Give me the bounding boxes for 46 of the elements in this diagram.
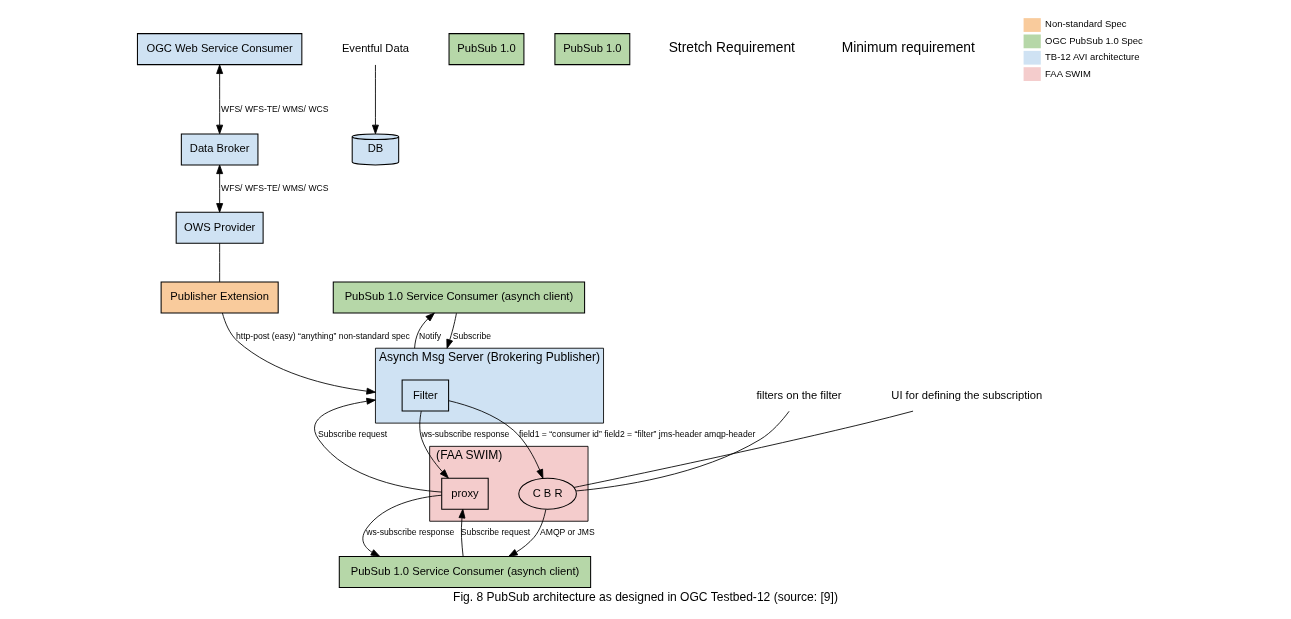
node-box: PubSub 1.0: [448, 33, 525, 66]
arrow: [216, 164, 224, 213]
node-box: OGC Web Service Consumer: [136, 33, 303, 66]
node-text: filters on the filter: [756, 388, 842, 401]
node-box: PubSub 1.0 Service Consumer (asynch client): [338, 556, 592, 589]
node-box: OWS Provider: [175, 211, 264, 244]
arrow: [372, 64, 379, 135]
connector: [219, 242, 221, 283]
caption: Fig. 8 PubSub architecture as designed in OGC Testbed-12 (source: [9]): [453, 589, 838, 604]
label: Minimum requirement: [841, 40, 975, 56]
edge-label: ws-subscribe response: [366, 527, 455, 538]
node-box: Filter: [401, 379, 450, 412]
legend-label: OGC PubSub 1.0 Spec: [1045, 34, 1143, 46]
node-box: proxy: [441, 477, 489, 510]
arrow: [446, 312, 457, 349]
node-box: Publisher Extension: [160, 281, 279, 314]
arrow: [362, 494, 443, 557]
node-box: PubSub 1.0 Service Consumer (asynch client): [332, 281, 586, 314]
edge-label: WFS/ WFS-TE/ WMS/ WCS: [221, 104, 329, 115]
edge-label: ws-subscribe response: [421, 428, 510, 439]
node-box: Data Broker: [180, 133, 259, 166]
legend-label: Non-standard Spec: [1045, 18, 1127, 30]
arrow: [508, 509, 547, 557]
edge-label: Subscribe request: [317, 428, 388, 439]
edge-label: Notify: [419, 330, 442, 341]
node-text: Eventful Data: [341, 42, 409, 55]
edge-label: Subscribe: [452, 330, 491, 341]
arrow: [216, 64, 224, 135]
node-ellipse: C B R: [518, 477, 577, 510]
arrow: [221, 312, 376, 395]
label: Stretch Requirement: [668, 40, 795, 56]
arrow: [314, 397, 442, 493]
legend-label: TB-12 AVI architecture: [1045, 51, 1140, 63]
connector: [575, 410, 790, 492]
edge-label: WFS/ WFS-TE/ WMS/ WCS: [221, 182, 329, 193]
node-text: UI for defining the subscription: [891, 388, 1043, 401]
edge-label: http-post (easy) “anything” non-standard spec: [235, 330, 410, 341]
edge-label: AMQP or JMS: [540, 527, 595, 538]
edge-label: field1 = “consumer id” field2 = “filter” jms-header amqp-header: [518, 428, 756, 439]
arrow: [448, 400, 544, 479]
connector: [573, 410, 914, 488]
arrow: [419, 410, 449, 479]
arrow: [414, 312, 435, 349]
arrow: [458, 508, 466, 557]
legend-label: FAA SWIM: [1045, 67, 1091, 79]
node-box: PubSub 1.0: [554, 33, 631, 66]
